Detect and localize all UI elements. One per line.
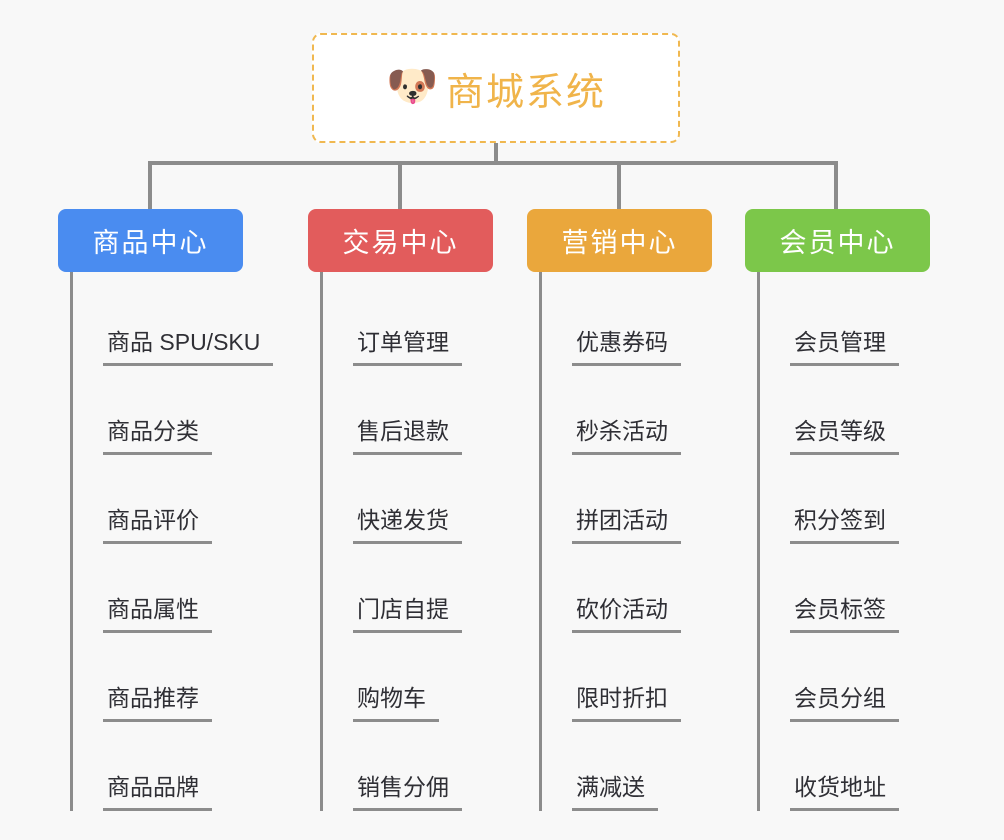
leaf-label: 商品品牌 (103, 773, 212, 811)
branch-column-trade-center: 交易中心 订单管理 售后退款 快递发货 门店自提 购物车 销售分佣 (308, 209, 493, 811)
branch-header-marketing-center[interactable]: 营销中心 (527, 209, 712, 272)
list-item[interactable]: 收货地址 (760, 722, 930, 811)
connector-horizontal-bus (148, 161, 834, 165)
branch-header-label: 会员中心 (779, 228, 896, 258)
list-item[interactable]: 会员管理 (760, 277, 930, 366)
leaf-label: 限时折扣 (572, 684, 681, 722)
leaf-label: 购物车 (353, 684, 439, 722)
list-item[interactable]: 会员分组 (760, 633, 930, 722)
branch-header-trade-center[interactable]: 交易中心 (308, 209, 493, 272)
leaf-label: 门店自提 (353, 595, 462, 633)
list-item[interactable]: 商品分类 (73, 366, 273, 455)
leaf-label: 秒杀活动 (572, 417, 681, 455)
list-item[interactable]: 会员等级 (760, 366, 930, 455)
branch-header-product-center[interactable]: 商品中心 (58, 209, 243, 272)
list-item[interactable]: 商品评价 (73, 455, 273, 544)
branch-column-product-center: 商品中心 商品 SPU/SKU 商品分类 商品评价 商品属性 商品推荐 商品品牌 (58, 209, 274, 811)
list-item[interactable]: 商品 SPU/SKU (73, 277, 274, 366)
connector-drop-branch-4 (834, 161, 838, 211)
connector-root-stem (494, 143, 498, 165)
branch-body-member-center: 会员管理 会员等级 积分签到 会员标签 会员分组 收货地址 (757, 272, 930, 811)
branch-header-label: 营销中心 (561, 228, 678, 258)
list-item[interactable]: 商品推荐 (73, 633, 273, 722)
leaf-label: 售后退款 (353, 417, 462, 455)
list-item[interactable]: 商品品牌 (73, 722, 273, 811)
list-item[interactable]: 拼团活动 (542, 455, 712, 544)
leaf-label: 会员分组 (790, 684, 899, 722)
list-item[interactable]: 快递发货 (323, 455, 493, 544)
leaf-label: 积分签到 (790, 506, 899, 544)
leaf-label: 销售分佣 (353, 773, 462, 811)
branch-body-marketing-center: 优惠券码 秒杀活动 拼团活动 砍价活动 限时折扣 满减送 (539, 272, 712, 811)
branch-column-member-center: 会员中心 会员管理 会员等级 积分签到 会员标签 会员分组 收货地址 (745, 209, 930, 811)
root-title: 商城系统 (445, 71, 606, 114)
connector-drop-branch-2 (398, 161, 402, 211)
leaf-label: 订单管理 (353, 328, 462, 366)
connector-drop-branch-1 (148, 161, 152, 211)
leaf-label: 商品属性 (103, 595, 212, 633)
leaf-label: 会员等级 (790, 417, 899, 455)
list-item[interactable]: 购物车 (323, 633, 493, 722)
list-item[interactable]: 订单管理 (323, 277, 493, 366)
leaf-label: 满减送 (572, 773, 658, 811)
branch-body-product-center: 商品 SPU/SKU 商品分类 商品评价 商品属性 商品推荐 商品品牌 (70, 272, 274, 811)
root-node[interactable]: 🐶 商城系统 (312, 33, 680, 143)
leaf-label: 优惠券码 (572, 328, 681, 366)
branch-body-trade-center: 订单管理 售后退款 快递发货 门店自提 购物车 销售分佣 (320, 272, 493, 811)
leaf-label: 快递发货 (353, 506, 462, 544)
list-item[interactable]: 积分签到 (760, 455, 930, 544)
leaf-label: 商品 SPU/SKU (103, 328, 274, 366)
leaf-label: 砍价活动 (572, 595, 681, 633)
list-item[interactable]: 砍价活动 (542, 544, 712, 633)
connector-drop-branch-3 (617, 161, 621, 211)
list-item[interactable]: 会员标签 (760, 544, 930, 633)
shiba-dog-face-icon: 🐶 (385, 62, 439, 109)
list-item[interactable]: 秒杀活动 (542, 366, 712, 455)
leaf-label: 会员管理 (790, 328, 899, 366)
branch-header-member-center[interactable]: 会员中心 (745, 209, 930, 272)
list-item[interactable]: 满减送 (542, 722, 712, 811)
leaf-label: 会员标签 (790, 595, 899, 633)
leaf-label: 商品评价 (103, 506, 212, 544)
list-item[interactable]: 销售分佣 (323, 722, 493, 811)
list-item[interactable]: 门店自提 (323, 544, 493, 633)
leaf-label: 收货地址 (790, 773, 899, 811)
list-item[interactable]: 优惠券码 (542, 277, 712, 366)
branch-header-label: 商品中心 (92, 228, 209, 258)
branch-header-label: 交易中心 (342, 228, 459, 258)
leaf-label: 商品分类 (103, 417, 212, 455)
leaf-label: 拼团活动 (572, 506, 681, 544)
leaf-label: 商品推荐 (103, 684, 212, 722)
list-item[interactable]: 限时折扣 (542, 633, 712, 722)
branch-column-marketing-center: 营销中心 优惠券码 秒杀活动 拼团活动 砍价活动 限时折扣 满减送 (527, 209, 712, 811)
list-item[interactable]: 售后退款 (323, 366, 493, 455)
list-item[interactable]: 商品属性 (73, 544, 273, 633)
